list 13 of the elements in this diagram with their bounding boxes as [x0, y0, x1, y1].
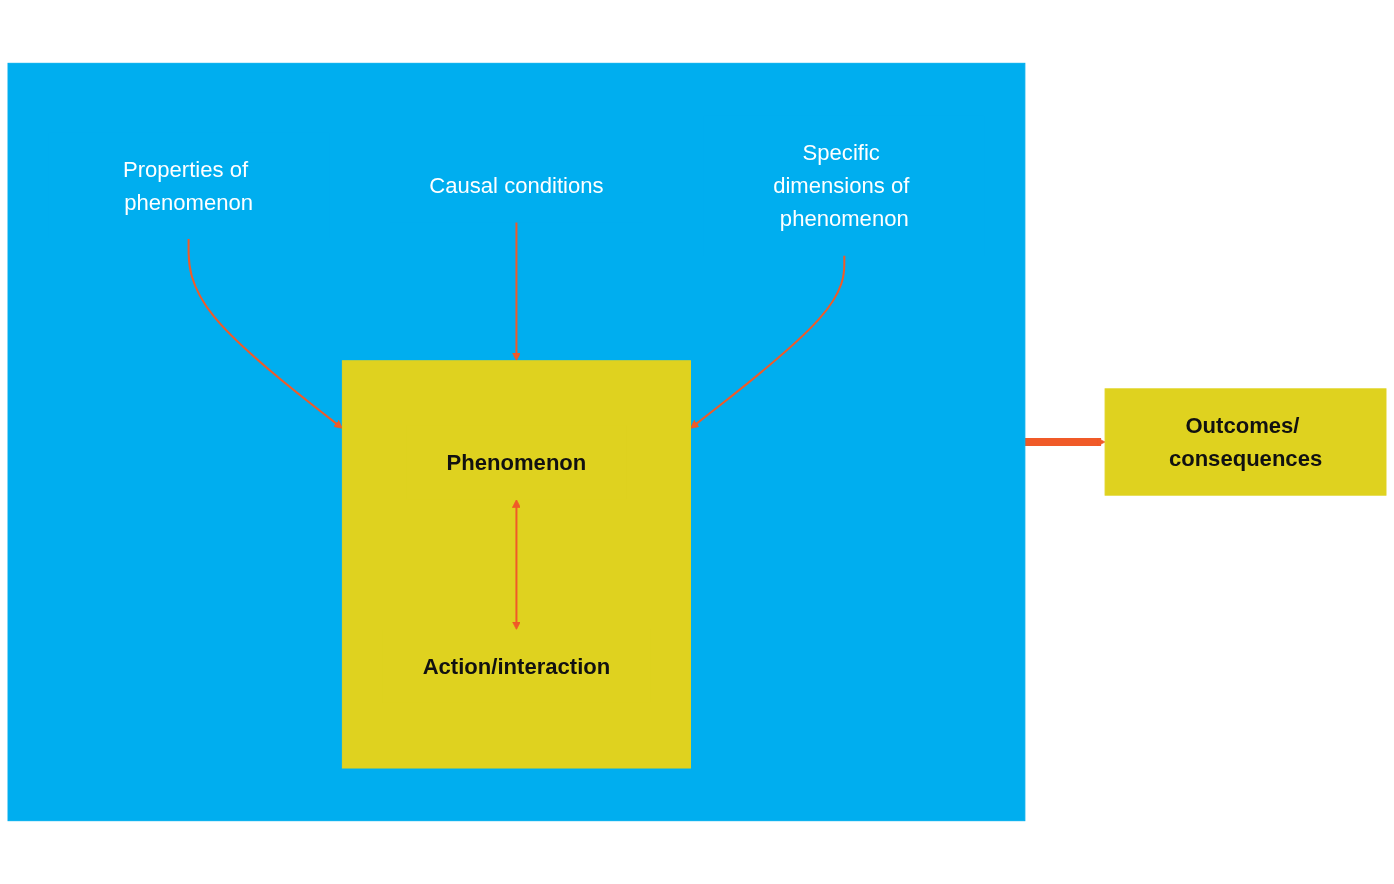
arrow	[512, 222, 521, 362]
node-text: Specific dimensions of phenomenon	[773, 140, 910, 232]
node-box: Outcomes/ consequences	[1104, 388, 1387, 496]
node-text: Properties of phenomenon	[122, 156, 253, 215]
arrow	[1024, 437, 1106, 447]
arrow	[187, 238, 343, 429]
node-text: Action/interaction	[422, 653, 611, 679]
cluster	[7, 62, 1026, 822]
node-text: Causal conditions	[429, 173, 604, 199]
arrow	[690, 255, 846, 429]
arrow	[512, 499, 521, 630]
cluster	[341, 360, 691, 769]
node-text: Phenomenon	[446, 450, 587, 476]
